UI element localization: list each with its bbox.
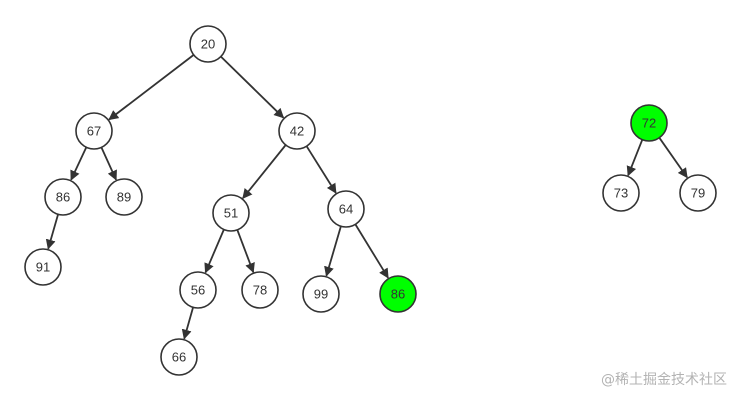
edge-n64-n86b: [354, 223, 389, 279]
tree-node-n20: 20: [189, 25, 227, 63]
node-circle: [379, 275, 417, 313]
edge-n51-n56: [204, 229, 225, 274]
node-label: 89: [117, 190, 131, 205]
edge-n67-n86a: [70, 146, 88, 181]
node-circle: [105, 178, 143, 216]
node-label: 91: [36, 260, 50, 275]
watermark: @稀土掘金技术社区: [601, 372, 727, 388]
node-circle: [160, 338, 198, 376]
edge-n56-n66: [181, 307, 194, 340]
tree-node-n72: 72: [630, 104, 668, 142]
node-circle: [602, 174, 640, 212]
node-label: 20: [201, 37, 215, 52]
node-circle: [630, 104, 668, 142]
tree-node-n67: 67: [75, 112, 113, 150]
node-label: 99: [314, 287, 328, 302]
tree-node-n91: 91: [24, 248, 62, 286]
tree-node-n73: 73: [602, 174, 640, 212]
node-circle: [179, 271, 217, 309]
tree-node-n42: 42: [278, 112, 316, 150]
edge-n20-n42: [220, 55, 285, 119]
node-label: 73: [614, 186, 628, 201]
node-label: 51: [224, 206, 238, 221]
node-label: 86: [56, 190, 70, 205]
edges-layer: [45, 54, 688, 340]
node-label: 79: [691, 186, 705, 201]
edge-n86a-n91: [45, 214, 59, 250]
tree-node-n86a: 86: [44, 178, 82, 216]
node-circle: [278, 112, 316, 150]
node-circle: [24, 248, 62, 286]
node-label: 42: [290, 124, 304, 139]
node-circle: [189, 25, 227, 63]
edge-n42-n51: [242, 144, 287, 199]
edge-n67-n89: [100, 147, 117, 181]
tree-node-n86b: 86: [379, 275, 417, 313]
node-label: 78: [253, 283, 267, 298]
node-circle: [75, 112, 113, 150]
node-label: 86: [391, 287, 405, 302]
tree-node-n99: 99: [302, 275, 340, 313]
node-circle: [241, 271, 279, 309]
edge-n42-n64: [305, 145, 337, 194]
node-circle: [44, 178, 82, 216]
edge-n20-n67: [108, 54, 195, 121]
tree-node-n89: 89: [105, 178, 143, 216]
node-circle: [327, 190, 365, 228]
tree-node-n78: 78: [241, 271, 279, 309]
tree-node-n64: 64: [327, 190, 365, 228]
node-circle: [679, 174, 717, 212]
edge-n72-n73: [626, 139, 644, 177]
node-label: 66: [172, 350, 186, 365]
node-circle: [212, 194, 250, 232]
node-label: 64: [339, 202, 353, 217]
node-label: 72: [642, 116, 656, 131]
tree-node-n66: 66: [160, 338, 198, 376]
node-label: 67: [87, 124, 101, 139]
nodes-layer: 20 67 42 86 89 91 51 64 56 78 66 99 86 72 73 79: [24, 25, 717, 376]
tree-node-n79: 79: [679, 174, 717, 212]
edge-n51-n78: [236, 229, 255, 274]
edge-n64-n99: [324, 226, 342, 277]
tree-node-n56: 56: [179, 271, 217, 309]
edge-n72-n79: [658, 137, 688, 179]
node-circle: [302, 275, 340, 313]
tree-node-n51: 51: [212, 194, 250, 232]
node-label: 56: [191, 283, 205, 298]
